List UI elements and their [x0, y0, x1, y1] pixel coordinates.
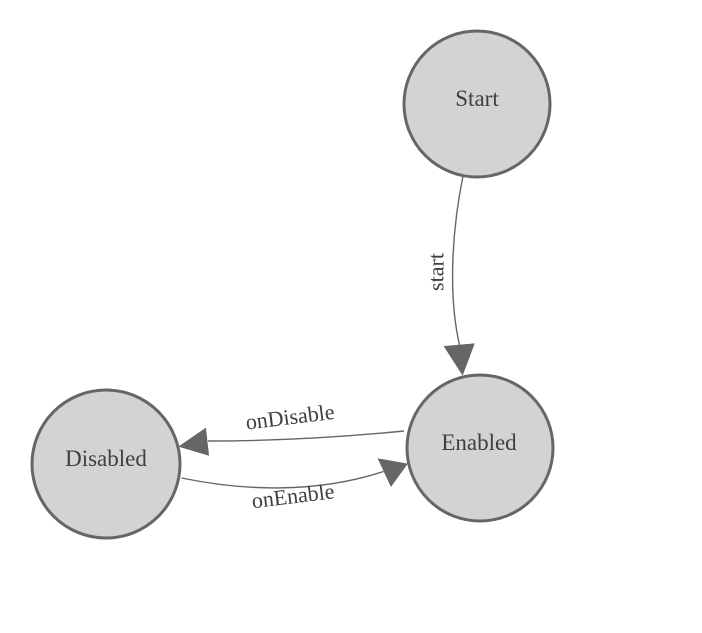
node-disabled-circle: [30, 388, 182, 540]
edge-label-ondisable: onDisable: [244, 399, 336, 435]
edge-label-onenable: onEnable: [250, 478, 336, 513]
edge-disabled-to-enabled-line: [181, 470, 384, 489]
edges-layer: [178, 175, 475, 489]
node-start-label: Start: [455, 86, 499, 111]
edge-enabled-to-disabled-arrowhead: [178, 427, 210, 456]
edge-start-to-enabled-arrowhead: [443, 343, 475, 376]
node-disabled-label: Disabled: [65, 446, 147, 471]
nodes-layer: Start Enabled Disabled: [30, 29, 555, 540]
node-enabled-circle: [405, 373, 555, 523]
edge-start-to-enabled-line: [451, 175, 464, 346]
edge-enabled-to-disabled-line: [207, 430, 405, 442]
node-start-circle: [402, 29, 552, 179]
edge-enabled-to-disabled: [178, 427, 405, 456]
node-enabled: Enabled: [405, 373, 555, 523]
edge-disabled-to-enabled: [181, 458, 408, 489]
edge-disabled-to-enabled-arrowhead: [377, 458, 408, 487]
node-start: Start: [402, 29, 552, 179]
node-enabled-label: Enabled: [441, 430, 517, 455]
node-disabled: Disabled: [30, 388, 182, 540]
edge-start-to-enabled: [443, 175, 475, 376]
edge-label-start: start: [423, 253, 448, 291]
